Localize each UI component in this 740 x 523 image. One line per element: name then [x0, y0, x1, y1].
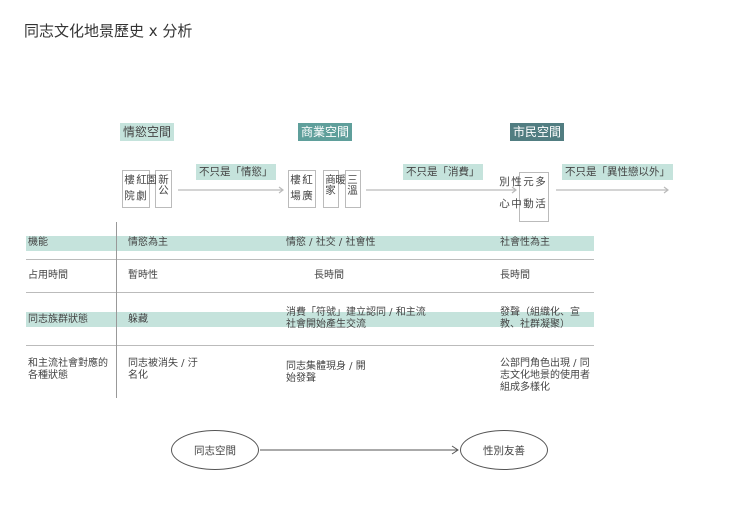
transition-label-3: 不只是「異性戀以外」	[562, 164, 673, 180]
table-cell: 發聲（組織化、宣教、社群凝聚）	[500, 307, 580, 330]
row-label: 占用時間	[28, 270, 68, 281]
place-box-red-house-theater: 紅樓劇院	[122, 170, 150, 208]
row-highlight	[26, 236, 594, 251]
table-cell: 消費「符號」建立認同 / 和主流社會開始產生交流	[286, 307, 426, 330]
table-cell: 長時間	[500, 270, 530, 281]
table-cell: 社會性為主	[500, 237, 550, 248]
arrow-head-icon	[663, 186, 669, 194]
flow-node-queer-space: 同志空間	[171, 430, 259, 470]
table-cell: 同志集體現身 / 開始發聲	[286, 361, 366, 384]
flow-arrow-head-icon	[451, 445, 459, 455]
flow-node-gender-friendly: 性別友善	[460, 430, 548, 470]
place-box-community-center: 多元性別活動中心	[498, 172, 549, 222]
stage-header-commercial: 商業空間	[298, 123, 353, 141]
column-divider	[116, 222, 117, 398]
row-divider	[26, 345, 594, 346]
place-box-red-house-square: 紅樓廣場	[288, 170, 316, 208]
stage-header-erotic: 情慾空間	[120, 123, 175, 141]
table-cell: 躲藏	[128, 314, 148, 325]
page-title: 同志文化地景歷史 x 分析	[24, 22, 193, 40]
transition-label-1: 不只是「情慾」	[196, 164, 276, 180]
row-label: 機能	[28, 237, 48, 248]
place-text: 新公園	[145, 174, 169, 195]
table-cell: 暫時性	[128, 270, 158, 281]
place-text: 紅樓	[289, 174, 313, 185]
place-text: 三溫暖	[334, 174, 358, 195]
row-divider	[26, 259, 594, 260]
arrow-head-icon	[278, 186, 284, 194]
row-label: 和主流社會對應的各種狀態	[28, 358, 108, 381]
row-highlight	[26, 312, 594, 327]
place-text: 紅樓	[123, 174, 147, 185]
place-text: 活動中心	[498, 198, 546, 209]
table-cell: 公部門角色出現 / 同志文化地景的使用者組成多樣化	[500, 358, 590, 393]
row-label: 同志族群狀態	[28, 314, 88, 325]
place-box-shops: 商家	[323, 170, 339, 208]
row-divider	[26, 292, 594, 293]
place-box-new-park: 新公園	[145, 170, 172, 208]
table-cell: 情慾 / 社交 / 社會性	[286, 237, 376, 248]
place-box-sauna: 三溫暖	[334, 170, 361, 208]
place-text: 商家	[324, 174, 336, 195]
place-text: 多元性別	[498, 176, 546, 187]
transition-label-2: 不只是「消費」	[403, 164, 483, 180]
stage-header-civic: 市民空間	[510, 123, 565, 141]
place-text: 劇院	[123, 190, 147, 201]
table-cell: 情慾為主	[128, 237, 168, 248]
table-cell: 長時間	[314, 270, 344, 281]
place-text: 廣場	[289, 190, 313, 201]
arrow-head-icon	[511, 186, 517, 194]
table-cell: 同志被消失 / 汙名化	[128, 358, 198, 381]
